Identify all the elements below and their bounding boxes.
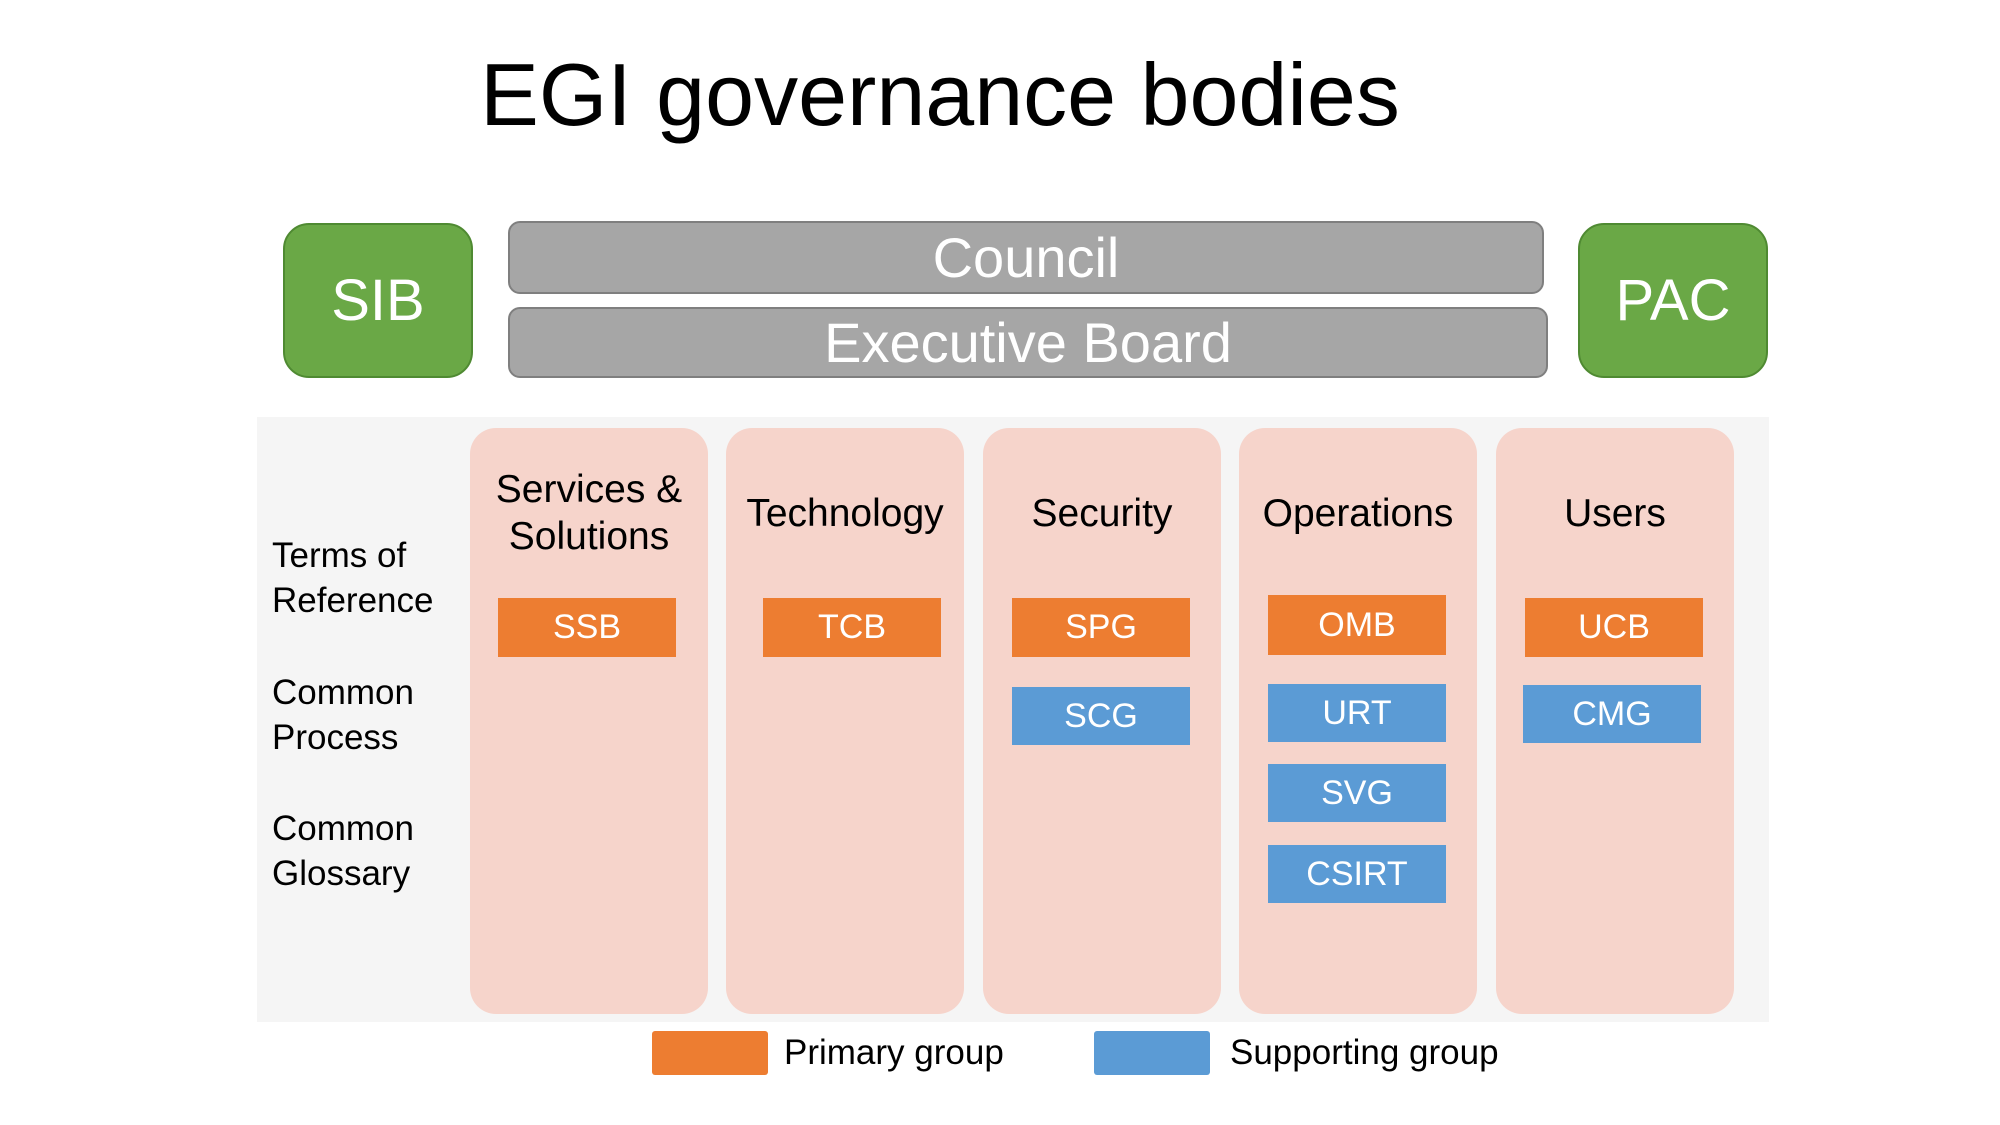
group-ucb-label: UCB (1578, 608, 1650, 646)
group-urt[interactable]: URT (1268, 684, 1446, 742)
column-title-services-solutions: Services & Solutions (495, 468, 683, 558)
common-process-label: Common Process (272, 673, 414, 757)
terms-of-reference-label: Terms of Reference (272, 536, 434, 620)
title-text: EGI governance bodies (480, 45, 1400, 144)
group-spg[interactable]: SPG (1012, 598, 1190, 657)
group-ssb[interactable]: SSB (498, 598, 676, 657)
legend-primary-swatch (652, 1031, 768, 1075)
pac-box[interactable]: PAC (1578, 223, 1768, 378)
group-ssb-label: SSB (552, 608, 622, 646)
group-scg[interactable]: SCG (1012, 687, 1190, 745)
legend-supporting-swatch (1094, 1031, 1210, 1075)
sib-box[interactable]: SIB (283, 223, 473, 378)
group-spg-label: SPG (1065, 608, 1137, 646)
column-services-solutions (470, 428, 708, 1014)
group-cmg[interactable]: CMG (1523, 685, 1701, 743)
council-bar[interactable]: Council (508, 221, 1544, 294)
group-omb-label: OMB (1318, 605, 1396, 644)
page-title: EGI governance bodies (0, 45, 1900, 145)
column-title-users: Users (1564, 492, 1666, 535)
group-svg-label: SVG (1321, 773, 1393, 812)
sib-label: SIB (331, 268, 425, 333)
group-ucb[interactable]: UCB (1525, 598, 1703, 657)
column-title-security: Security (1031, 492, 1173, 535)
group-tcb-label: TCB (818, 608, 886, 646)
executive-board-label: Executive Board (824, 311, 1232, 374)
legend-primary-label: Primary group (784, 1033, 1004, 1072)
group-svg[interactable]: SVG (1268, 764, 1446, 822)
group-cmg-label: CMG (1572, 694, 1652, 733)
column-title-technology: Technology (746, 492, 944, 535)
group-csirt[interactable]: CSIRT (1268, 845, 1446, 903)
group-tcb[interactable]: TCB (763, 598, 941, 657)
group-urt-label: URT (1322, 693, 1392, 732)
group-scg-label: SCG (1064, 696, 1138, 735)
executive-board-bar[interactable]: Executive Board (508, 307, 1548, 378)
legend-supporting-label: Supporting group (1230, 1033, 1499, 1072)
council-label: Council (932, 226, 1120, 289)
pac-label: PAC (1615, 268, 1731, 333)
group-csirt-label: CSIRT (1306, 854, 1408, 893)
group-omb[interactable]: OMB (1268, 595, 1446, 655)
common-glossary-label: Common Glossary (272, 809, 414, 893)
column-technology (726, 428, 964, 1014)
column-title-operations: Operations (1262, 492, 1454, 535)
